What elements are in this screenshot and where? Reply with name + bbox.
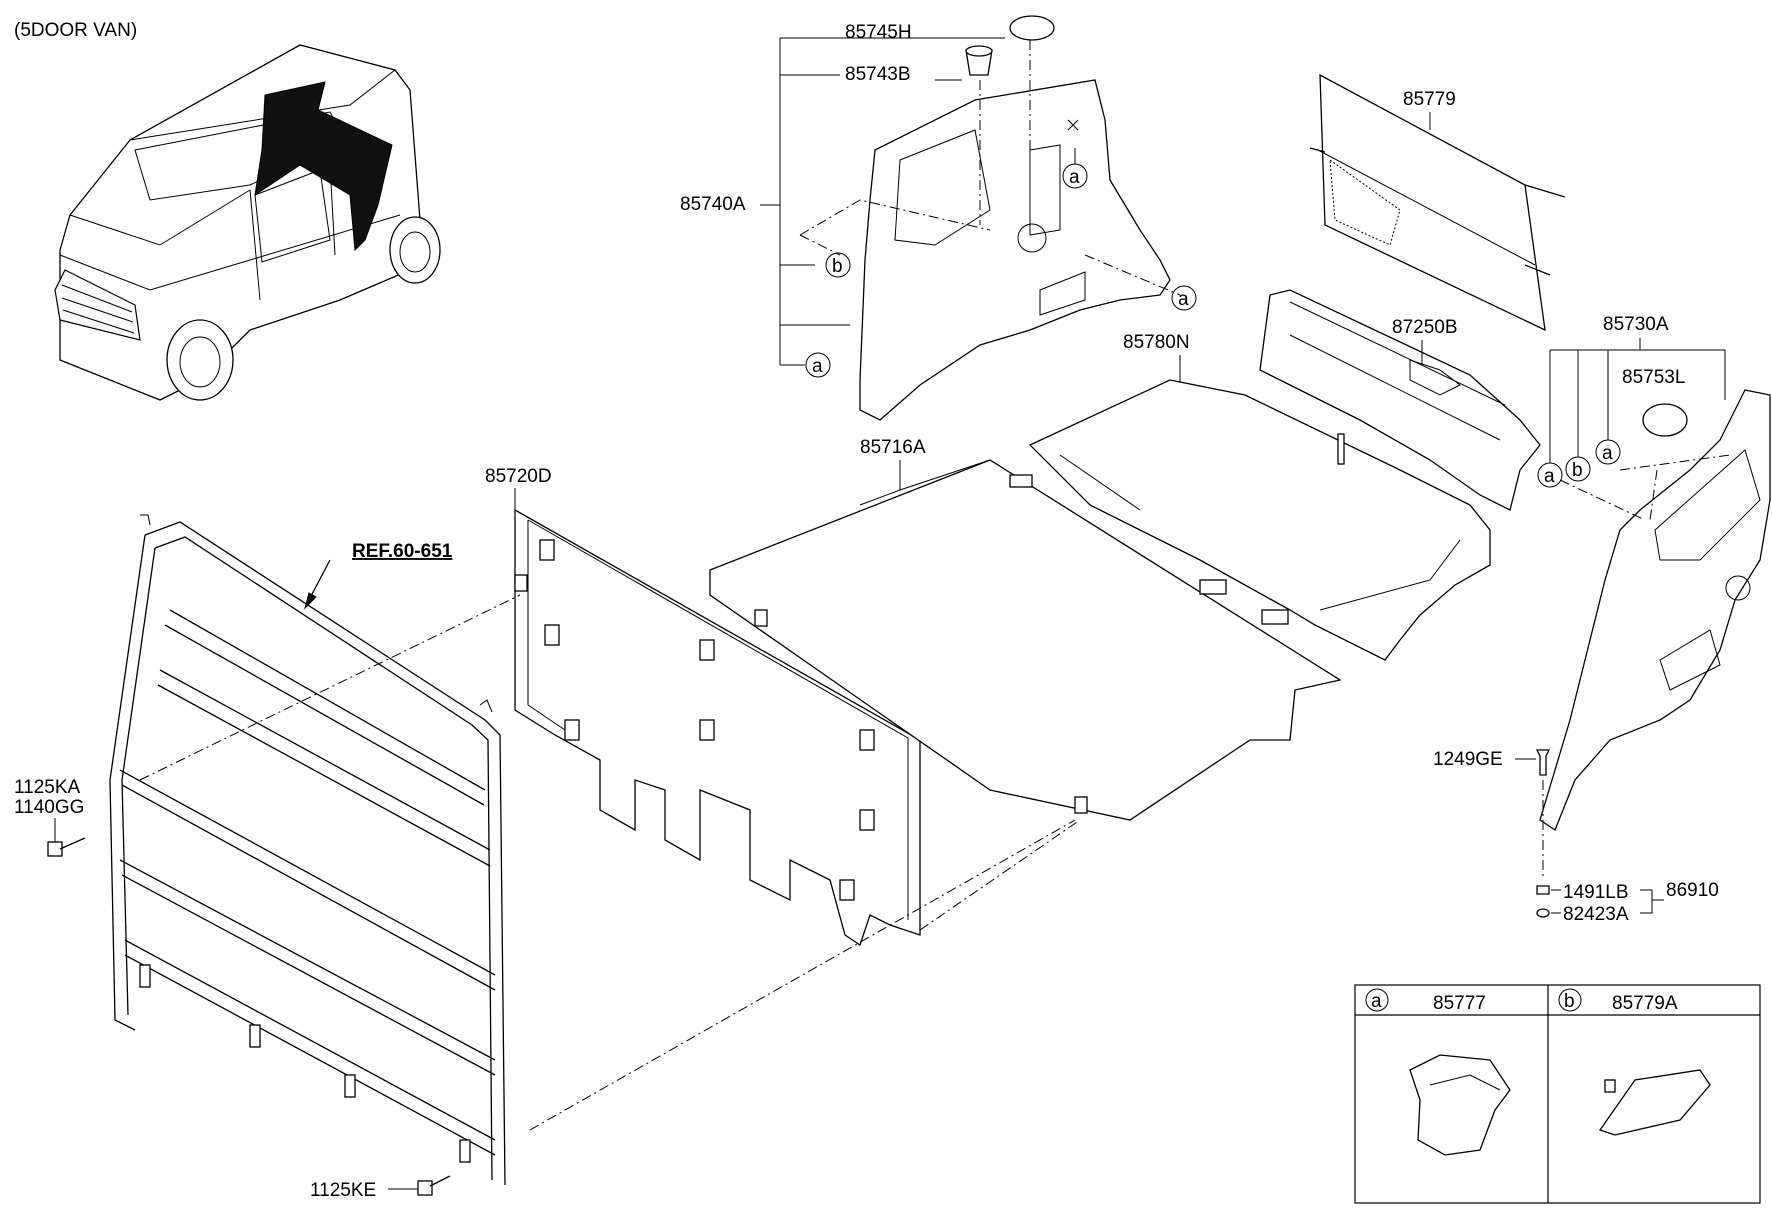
bracket-86910	[1551, 889, 1664, 914]
bolt-1125KE	[417, 1175, 451, 1196]
legend-b-code: 85779A	[1612, 993, 1678, 1014]
callout-b-left-text: b	[832, 256, 843, 277]
cargo-barrier-frame	[109, 514, 506, 1186]
callout-b-left	[825, 252, 851, 278]
legend-part-b-icon	[1598, 1069, 1711, 1136]
trim-left-dash-lines-3	[1084, 254, 1181, 296]
bracket-85730A	[1549, 338, 1726, 463]
screw-1249GE	[1535, 749, 1551, 776]
label-1140GG: 1140GG	[14, 797, 84, 818]
luggage-floor-board	[709, 459, 1342, 821]
cup-85743B-rim	[965, 45, 993, 57]
callout-a-right-2	[1595, 439, 1621, 465]
callout-a-left	[805, 352, 831, 378]
callout-a-left-text: a	[812, 356, 823, 377]
label-85720D: 85720D	[485, 466, 552, 487]
label-1125KE: 1125KE	[310, 1180, 376, 1201]
label-1249GE: 1249GE	[1433, 749, 1503, 770]
legend-b-circle-text: b	[1564, 991, 1575, 1012]
leader-dash-1	[139, 594, 521, 781]
callout-a-trim-top-text: a	[1069, 167, 1080, 188]
ref-label: REF.60-651	[352, 541, 453, 562]
callout-a-trim-right-text: a	[1178, 289, 1189, 310]
legend-part-a-icon	[1409, 1054, 1511, 1156]
trim-left-dash-lines-2	[799, 199, 991, 256]
leader-dash-2	[529, 819, 1076, 1131]
label-1491LB: 1491LB	[1563, 882, 1629, 903]
bolt-1125KA	[47, 837, 86, 857]
luggage-covering	[1028, 379, 1491, 661]
clip-mark	[1067, 119, 1079, 131]
label-85780N: 85780N	[1123, 332, 1190, 353]
legend-a-code: 85777	[1433, 993, 1486, 1014]
label-85740A: 85740A	[680, 194, 746, 215]
label-86910: 86910	[1666, 880, 1719, 901]
van-illustration	[54, 44, 441, 401]
label-1125KA: 1125KA	[14, 777, 81, 798]
transverse-scuff-plate	[1259, 289, 1541, 511]
legend-a-circle-text: a	[1371, 991, 1382, 1012]
trim-left-dash-lines	[979, 40, 1031, 225]
partition-panel	[514, 508, 921, 947]
label-85745H: 85745H	[845, 22, 912, 43]
ref-arrow	[304, 592, 317, 610]
callout-a-right-1	[1537, 462, 1563, 488]
callout-a-trim-right	[1171, 285, 1197, 311]
callout-a-right-2-text: a	[1602, 443, 1613, 464]
luggage-net	[1309, 73, 1566, 332]
leader-dash-3	[919, 819, 1081, 931]
label-85743B: 85743B	[845, 64, 911, 85]
nut-82423A	[1536, 908, 1550, 918]
bracket-85740A	[760, 37, 1005, 366]
label-85730A: 85730A	[1603, 314, 1669, 335]
callout-a-right-1-text: a	[1544, 466, 1555, 487]
label-82423A: 82423A	[1563, 904, 1629, 925]
left-luggage-side-trim	[859, 79, 1171, 421]
clip-1491LB	[1536, 885, 1550, 895]
label-85779: 85779	[1403, 89, 1456, 110]
trim-right-dash-lines	[1559, 454, 1731, 521]
right-luggage-side-trim	[1539, 389, 1771, 831]
diagram-title: (5DOOR VAN)	[14, 20, 137, 41]
label-87250B: 87250B	[1392, 317, 1458, 338]
label-85716A: 85716A	[860, 437, 926, 458]
legend-table: a 85777 b 85779A	[1354, 984, 1761, 1204]
cap-85745H	[1009, 15, 1055, 41]
callout-b-right	[1565, 456, 1591, 482]
cap-85753L	[1642, 403, 1688, 437]
ref-leader	[309, 559, 331, 599]
label-85753L: 85753L	[1622, 367, 1685, 388]
callout-b-right-text: b	[1572, 460, 1583, 481]
